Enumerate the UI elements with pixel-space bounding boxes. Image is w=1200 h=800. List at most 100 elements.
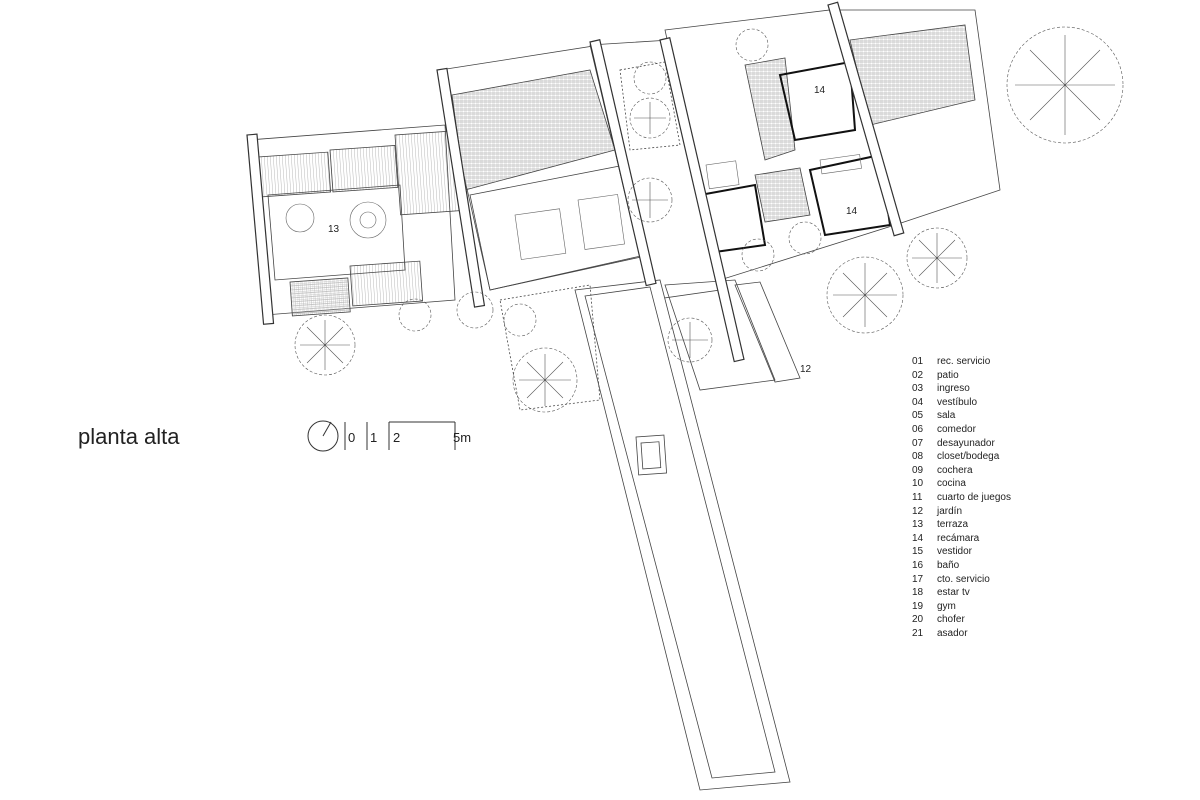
terrace-floor-hatch: [349, 260, 424, 307]
legend-number: 10: [912, 478, 924, 490]
legend-number: 02: [912, 369, 924, 381]
terrace-roof-hatch-2: [329, 145, 399, 193]
furniture: [285, 154, 862, 260]
legend-name: closet/bodega: [937, 451, 1000, 463]
legend-item: 08 closet/bodega: [912, 450, 1011, 464]
garden-patio: [499, 284, 601, 411]
bedroom-14-upper: [778, 60, 857, 142]
legend-name: cto. servicio: [937, 573, 990, 585]
terrace-roof-hatch-1: [257, 151, 332, 198]
tree: [735, 28, 769, 62]
legend-name: chofer: [937, 614, 965, 626]
legend-name: recámara: [937, 532, 980, 544]
legend-name: estar tv: [937, 587, 970, 599]
column: [659, 37, 745, 363]
legend-number: 09: [912, 464, 924, 476]
column: [246, 133, 275, 325]
legend-name: vestidor: [937, 546, 973, 558]
central-stair: [754, 167, 811, 223]
legend-number: 13: [912, 519, 924, 531]
legend-item: 20 chofer: [912, 613, 1011, 627]
tree: [627, 177, 673, 223]
legend-number: 05: [912, 410, 924, 422]
legend-name: sala: [937, 410, 956, 422]
scale-bar: 0 1 2 5m: [305, 418, 485, 454]
tree: [512, 347, 578, 413]
legend-name: desayunador: [937, 437, 995, 449]
legend-item: 10 cocina: [912, 477, 1011, 491]
legend-number: 01: [912, 356, 924, 367]
legend-number: 12: [912, 505, 924, 517]
legend-name: ingreso: [937, 383, 970, 395]
legend-number: 08: [912, 451, 924, 463]
legend-number: 06: [912, 423, 924, 435]
legend-number: 20: [912, 614, 924, 626]
tree: [633, 61, 667, 95]
legend-number: 16: [912, 559, 924, 571]
legend-name: vestíbulo: [937, 396, 978, 408]
tree: [1006, 26, 1124, 144]
terrace-room: [267, 184, 406, 281]
tree: [741, 238, 775, 272]
legend-number: 07: [912, 437, 924, 449]
tree: [826, 256, 904, 334]
tree: [294, 314, 356, 376]
legend-item: 15 vestidor: [912, 545, 1011, 559]
legend-name: asador: [937, 627, 968, 639]
room-label: 13: [328, 224, 340, 235]
plan-title: planta alta: [78, 424, 180, 449]
tree: [667, 317, 713, 363]
pool-fountain-inner: [640, 441, 662, 470]
legend-item: 04 vestíbulo: [912, 396, 1011, 410]
legend-item: 01 rec. servicio: [912, 355, 1011, 369]
legend-number: 18: [912, 587, 924, 599]
bedroom-14-lower: [808, 153, 892, 237]
scale-tick: 0: [348, 430, 356, 445]
room-label: 14: [846, 206, 858, 217]
legend-number: 04: [912, 396, 924, 408]
legend-item: 03 ingreso: [912, 382, 1011, 396]
tree: [906, 227, 968, 289]
room-label: 12: [800, 364, 812, 375]
legend-item: 18 estar tv: [912, 586, 1011, 600]
legend-name: comedor: [937, 423, 976, 435]
tree: [629, 97, 671, 139]
legend-number: 21: [912, 627, 924, 639]
north-arrow-icon: [307, 420, 456, 452]
long-pool-inner: [584, 286, 776, 779]
pool-fountain: [635, 434, 668, 476]
legend-item: 07 desayunador: [912, 437, 1011, 451]
column: [589, 39, 657, 287]
legend-name: rec. servicio: [937, 356, 991, 367]
garden-terrace: [664, 279, 776, 391]
legend-item: 17 cto. servicio: [912, 573, 1011, 587]
legend-item: 05 sala: [912, 409, 1011, 423]
tree: [788, 221, 822, 255]
legend-name: cocina: [937, 478, 966, 490]
legend-item: 21 asador: [912, 627, 1011, 641]
legend-number: 15: [912, 546, 924, 558]
trees: [294, 26, 1124, 413]
tree: [456, 291, 494, 329]
legend-number: 03: [912, 383, 924, 395]
garden-terrace-outer: [734, 281, 801, 383]
scale-tick: 1: [370, 430, 378, 445]
room-label: 14: [814, 85, 826, 96]
column: [827, 1, 905, 237]
tree: [398, 298, 432, 332]
long-pool: [574, 279, 791, 791]
legend-number: 19: [912, 600, 924, 612]
legend-number: 17: [912, 573, 924, 585]
scale-tick: 5m: [453, 430, 472, 445]
legend-item: 06 comedor: [912, 423, 1011, 437]
